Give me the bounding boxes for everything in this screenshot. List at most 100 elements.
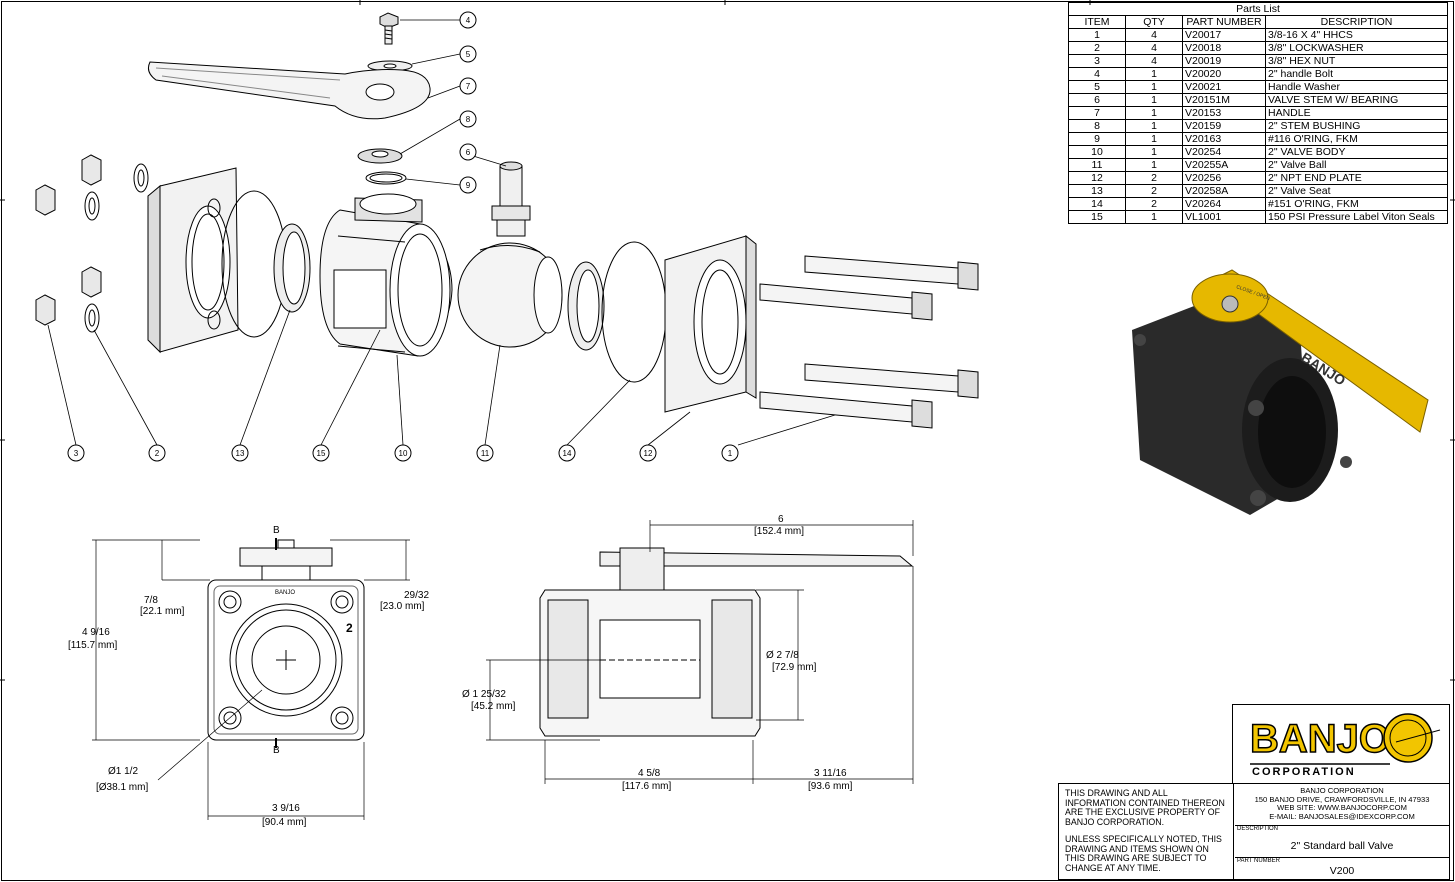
qty-cell: 1 — [1125, 80, 1183, 94]
section-view — [486, 520, 914, 784]
svg-text:3 11/16: 3 11/16 — [814, 768, 847, 779]
svg-text:Ø 2 7/8: Ø 2 7/8 — [766, 650, 799, 661]
svg-text:2: 2 — [155, 449, 160, 458]
balloon-13: 13 — [231, 444, 249, 462]
part-number-cell: V20017 — [1182, 28, 1266, 42]
title-block: THIS DRAWING AND ALL INFORMATION CONTAIN… — [1058, 783, 1450, 880]
svg-text:[23.0 mm]: [23.0 mm] — [380, 601, 425, 612]
description-cell: VALVE STEM W/ BEARING — [1265, 93, 1448, 107]
part-number-cell: V20159 — [1182, 119, 1266, 133]
svg-text:7/8: 7/8 — [144, 595, 158, 606]
qty-cell: 2 — [1125, 171, 1183, 185]
lockwashers — [84, 163, 149, 333]
svg-text:15: 15 — [317, 449, 326, 458]
part-number-cell: V20255A — [1182, 158, 1266, 172]
left-end-plate — [147, 167, 239, 354]
title-notice: THIS DRAWING AND ALL INFORMATION CONTAIN… — [1059, 784, 1234, 879]
parts-list-caption-row: Parts List — [1068, 2, 1448, 16]
balloon-10: 10 — [394, 444, 412, 462]
parts-list-header-row: ITEM QTY PART NUMBER DESCRIPTION — [1068, 15, 1448, 29]
valve-seat-right — [567, 261, 605, 351]
valve-ball — [457, 242, 563, 348]
item-cell: 10 — [1068, 145, 1126, 159]
notice-property: THIS DRAWING AND ALL INFORMATION CONTAIN… — [1065, 788, 1225, 827]
qty-cell: 4 — [1125, 41, 1183, 55]
description-cell: 2" Valve Seat — [1265, 184, 1448, 198]
leader-lines — [47, 19, 836, 446]
svg-text:4 9/16: 4 9/16 — [82, 627, 110, 638]
hex-nuts — [35, 154, 102, 326]
company-email: E-MAIL: BANJOSALES@IDEXCORP.COM — [1269, 811, 1415, 821]
qty-cell: 1 — [1125, 119, 1183, 133]
item-cell: 5 — [1068, 80, 1126, 94]
part-number-cell: V20163 — [1182, 132, 1266, 146]
description-cell: #151 O'RING, FKM — [1265, 197, 1448, 211]
svg-text:11: 11 — [481, 449, 490, 458]
balloon-1: 1 — [721, 444, 739, 462]
svg-text:12: 12 — [644, 449, 653, 458]
part-number-cell: V20256 — [1182, 171, 1266, 185]
svg-text:29/32: 29/32 — [404, 590, 429, 601]
qty-cell: 2 — [1125, 197, 1183, 211]
svg-text:3: 3 — [74, 449, 79, 458]
part-number-cell: V20151M — [1182, 93, 1266, 107]
svg-text:[90.4 mm]: [90.4 mm] — [262, 817, 307, 828]
svg-text:4: 4 — [466, 16, 471, 25]
balloon-4: 4 — [459, 11, 477, 29]
svg-text:6: 6 — [466, 148, 471, 157]
item-cell: 9 — [1068, 132, 1126, 146]
svg-text:[93.6 mm]: [93.6 mm] — [808, 781, 853, 792]
svg-text:4 5/8: 4 5/8 — [638, 768, 661, 779]
qty-cell: 1 — [1125, 132, 1183, 146]
svg-text:[152.4 mm]: [152.4 mm] — [754, 526, 804, 537]
handle — [148, 61, 431, 120]
part-number-cell: V20021 — [1182, 80, 1266, 94]
qty-cell: 1 — [1125, 67, 1183, 81]
svg-text:Ø1 1/2: Ø1 1/2 — [108, 766, 138, 777]
balloon-6: 6 — [459, 143, 477, 161]
svg-text:13: 13 — [236, 449, 245, 458]
balloon-12: 12 — [639, 444, 657, 462]
logo-word: BANJO — [1250, 717, 1390, 761]
item-cell: 2 — [1068, 41, 1126, 55]
qty-cell: 2 — [1125, 184, 1183, 198]
svg-text:[22.1 mm]: [22.1 mm] — [140, 606, 185, 617]
svg-text:3 9/16: 3 9/16 — [272, 803, 300, 814]
part-number-label: PART NUMBER — [1237, 858, 1281, 864]
svg-text:[115.7 mm]: [115.7 mm] — [68, 640, 117, 651]
valve-seat-left — [273, 223, 311, 313]
description-cell: 3/8" HEX NUT — [1265, 54, 1448, 68]
qty-cell: 1 — [1125, 106, 1183, 120]
part-number-cell: V20264 — [1182, 197, 1266, 211]
description-cell: 3/8-16 X 4" HHCS — [1265, 28, 1448, 42]
description-label: DESCRIPTION — [1237, 826, 1279, 832]
svg-text:14: 14 — [563, 449, 572, 458]
description-cell: 150 PSI Pressure Label Viton Seals — [1265, 210, 1448, 224]
description-cell: Handle Washer — [1265, 80, 1448, 94]
description-cell: 2" handle Bolt — [1265, 67, 1448, 81]
qty-cell: 4 — [1125, 54, 1183, 68]
section-mark-bottom: B — [273, 745, 280, 756]
col-header-item: ITEM — [1068, 15, 1126, 29]
svg-text:Ø 1 25/32: Ø 1 25/32 — [462, 689, 506, 700]
item-cell: 6 — [1068, 93, 1126, 107]
parts-list-caption: Parts List — [1068, 2, 1448, 16]
description-cell: #116 O'RING, FKM — [1265, 132, 1448, 146]
item-cell: 7 — [1068, 106, 1126, 120]
logo-box — [1232, 704, 1450, 783]
item-cell: 13 — [1068, 184, 1126, 198]
bolts — [759, 255, 979, 429]
svg-text:[Ø38.1 mm]: [Ø38.1 mm] — [96, 782, 148, 793]
col-header-description: DESCRIPTION — [1265, 15, 1448, 29]
item-cell: 14 — [1068, 197, 1126, 211]
